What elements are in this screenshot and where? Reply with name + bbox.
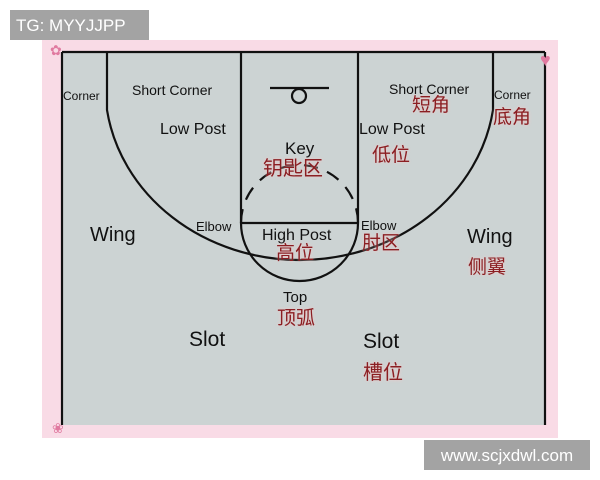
- label-slot-right-zh: 槽位: [363, 360, 403, 384]
- label-short-corner-left: Short Corner: [132, 82, 213, 98]
- label-corner-left: Corner: [63, 89, 100, 103]
- label-short-corner-right-zh: 短角: [412, 94, 451, 116]
- label-top-zh: 顶弧: [277, 307, 316, 329]
- decoration-top-right: ♥: [540, 50, 551, 70]
- decoration-bottom-left: ❀: [52, 420, 64, 436]
- label-corner-right-zh: 底角: [493, 106, 532, 128]
- rim: [290, 87, 308, 105]
- label-elbow-right: Elbow: [361, 218, 397, 233]
- free-throw-circle-top: [239, 163, 360, 224]
- label-wing-left: Wing: [90, 224, 136, 246]
- label-wing-right: Wing: [467, 226, 513, 248]
- half-court: [62, 52, 545, 425]
- label-low-post-right-zh: 低位: [372, 144, 411, 166]
- label-wing-right-zh: 侧翼: [468, 256, 507, 278]
- label-short-corner-right: Short Corner: [389, 81, 470, 97]
- decoration-top-left: ✿: [50, 42, 62, 58]
- label-elbow-left: Elbow: [196, 219, 232, 234]
- three-point-line: [105, 52, 495, 262]
- label-high-post: High Post: [262, 227, 332, 244]
- label-corner-right: Corner: [494, 88, 531, 102]
- watermark-bottom-right: www.scjxdwl.com: [424, 440, 590, 470]
- label-top: Top: [283, 289, 308, 306]
- free-throw-circle-bottom: [239, 222, 360, 283]
- label-elbow-right-zh: 肘区: [362, 232, 401, 254]
- label-high-post-zh: 高位: [276, 242, 315, 264]
- label-low-post-left: Low Post: [160, 121, 226, 138]
- label-slot-right: Slot: [363, 330, 400, 353]
- label-slot-left: Slot: [189, 328, 226, 351]
- label-low-post-right: Low Post: [359, 121, 425, 138]
- label-key: Key: [285, 139, 315, 158]
- label-key-zh: 钥匙区: [263, 156, 323, 180]
- watermark-top-left: TG: MYYJJPP: [10, 10, 149, 40]
